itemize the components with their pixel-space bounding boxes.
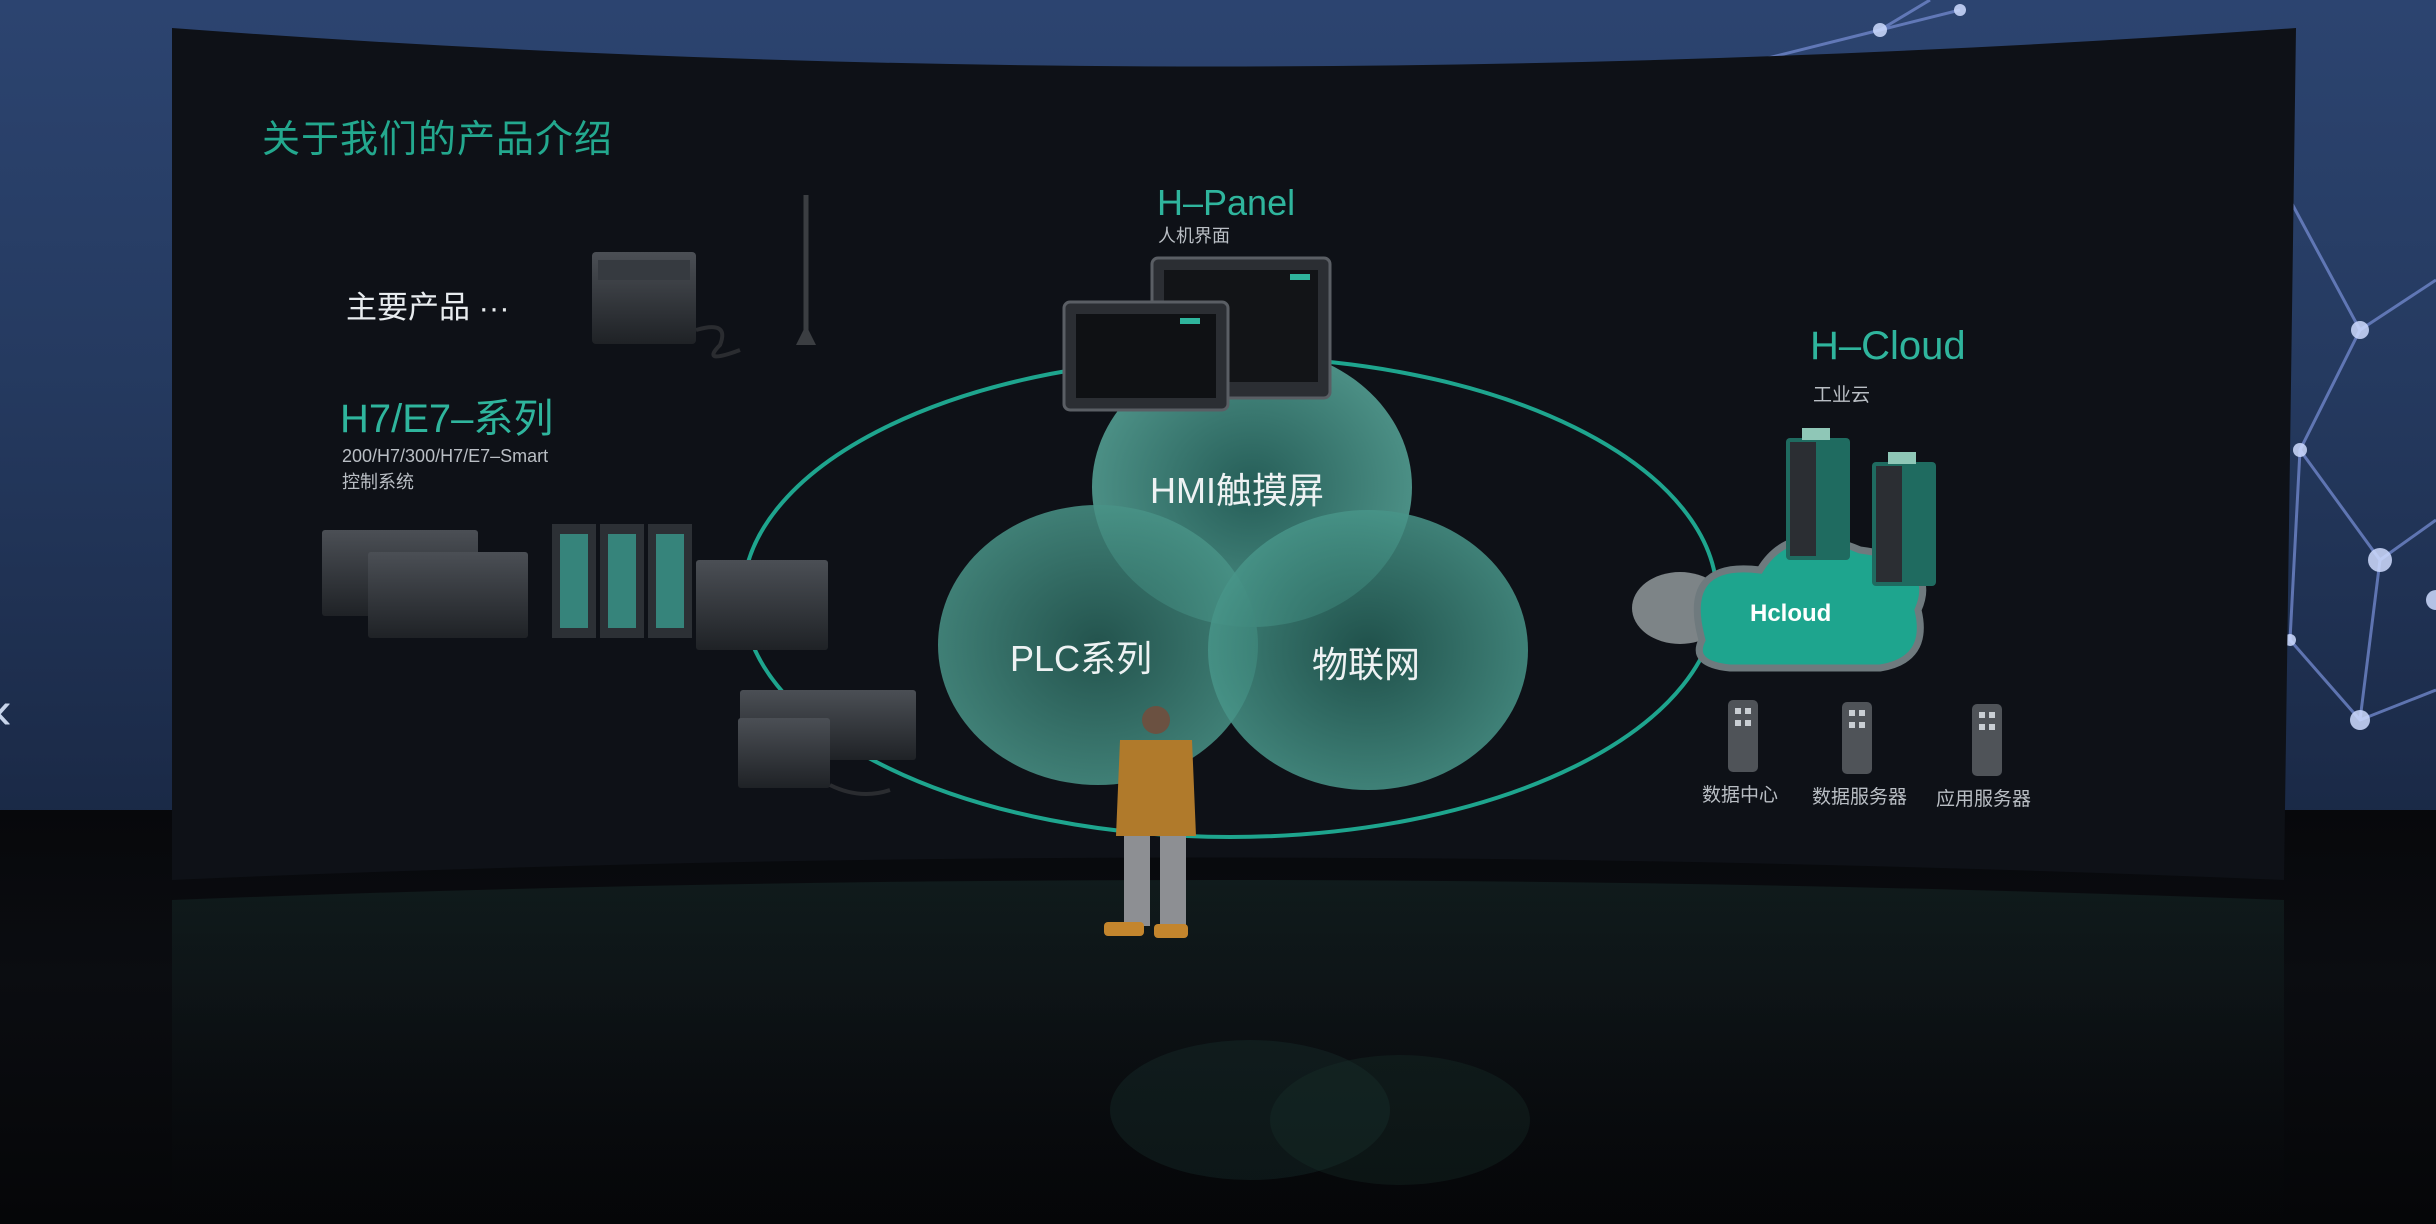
hcloud-graphic xyxy=(1632,428,1936,672)
venn-circle-plc xyxy=(938,505,1258,785)
hpanel-subtitle: 人机界面 xyxy=(1158,226,1230,246)
venn-label-plc: PLC系列 xyxy=(1010,638,1153,679)
server-label-data-server: 数据服务器 xyxy=(1812,787,1908,808)
hmi-touchscreens xyxy=(1062,256,1332,412)
server-label-data-center: 数据中心 xyxy=(1702,785,1779,806)
h7-series-subtitle-2: 控制系统 xyxy=(342,472,414,492)
venn-circle-iot xyxy=(1208,510,1528,790)
h7-series-title: H7/E7–系列 xyxy=(340,397,554,441)
hcloud-subtitle: 工业云 xyxy=(1813,385,1871,406)
hcloud-badge: Hcloud xyxy=(1750,600,1832,627)
hcloud-title: H–Cloud xyxy=(1810,324,1966,368)
plc-with-antenna xyxy=(592,195,816,359)
venn-label-hmi: HMI触摸屏 xyxy=(1150,470,1324,511)
hpanel-title: H–Panel xyxy=(1157,182,1296,223)
h7-series-subtitle: 200/H7/300/H7/E7–Smart xyxy=(342,446,549,466)
chevron-left-icon[interactable]: ‹ xyxy=(0,680,34,740)
main-products-label: 主要产品 ··· xyxy=(346,290,510,325)
floor-reflection xyxy=(172,880,2284,1224)
network-decoration xyxy=(1759,0,2436,730)
slide-title: 关于我们的产品介绍 xyxy=(262,119,614,161)
h7-devices xyxy=(322,524,916,796)
venn-label-iot: 物联网 xyxy=(1312,644,1421,685)
presenter xyxy=(1104,706,1196,938)
server-label-app-server: 应用服务器 xyxy=(1936,789,2032,810)
server-icons xyxy=(1728,700,2002,776)
